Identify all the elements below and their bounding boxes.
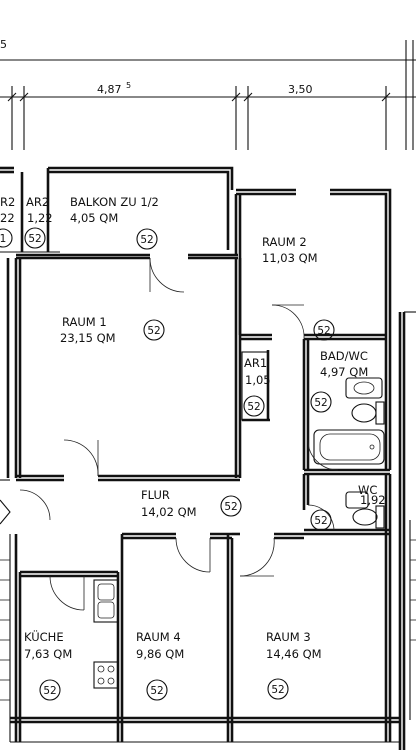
room-raum4-name: RAUM 4 — [136, 630, 181, 644]
code-flur-badge: 52 — [220, 495, 242, 517]
room-badwc-name: BAD/WC — [320, 349, 368, 363]
code-raum3-badge: 52 — [267, 678, 289, 700]
room-flur-name: FLUR — [141, 488, 170, 502]
room-badwc-area: 4,97 QM — [320, 365, 368, 379]
bathtub-icon — [313, 429, 385, 465]
room-ar2b-name: AR2 — [26, 195, 49, 209]
dim-span-1-sup: 5 — [126, 81, 131, 90]
room-flur-area: 14,02 QM — [141, 505, 197, 519]
dim-fragment: 5 — [0, 38, 7, 51]
dim-span-1: 4,87 — [97, 83, 122, 96]
code-raum1-badge: 52 — [143, 319, 165, 341]
room-balkon-name: BALKON ZU 1/2 — [70, 195, 159, 209]
svg-text:52: 52 — [247, 401, 260, 413]
stove-icon — [93, 661, 119, 689]
dim-span-2: 3,50 — [288, 83, 313, 96]
room-ar1-name: AR1 — [244, 356, 267, 370]
code-raum4-badge: 52 — [146, 679, 168, 701]
room-ar1-area: 1,05 — [245, 373, 271, 387]
svg-text:52: 52 — [140, 234, 153, 246]
room-raum1-name: RAUM 1 — [62, 315, 107, 329]
code-ar2a-badge: 1 — [0, 228, 13, 248]
code-kueche-badge: 52 — [39, 679, 61, 701]
room-kueche-name: KÜCHE — [24, 628, 64, 644]
room-ar2a-area: 22 — [0, 211, 15, 225]
svg-text:1: 1 — [0, 233, 6, 245]
walls — [0, 166, 416, 750]
wc-toilet-icon — [352, 505, 385, 529]
sink-icon — [345, 377, 383, 399]
room-balkon-area: 4,05 QM — [70, 211, 118, 225]
room-raum3-area: 14,46 QM — [266, 647, 322, 661]
code-raum2-badge: 52 — [313, 319, 335, 341]
svg-text:52: 52 — [224, 501, 237, 513]
room-ar2b-area: 1,22 — [27, 211, 53, 225]
wc-sink-icon — [345, 491, 369, 509]
svg-text:52: 52 — [28, 233, 41, 245]
svg-text:52: 52 — [150, 685, 163, 697]
code-balkon-badge: 52 — [136, 228, 158, 250]
svg-text:52: 52 — [317, 325, 330, 337]
toilet-icon — [351, 401, 385, 425]
dimension-lines — [0, 40, 416, 150]
svg-text:52: 52 — [43, 685, 56, 697]
code-badwc-badge: 52 — [310, 391, 332, 413]
code-ar2b-badge: 52 — [24, 227, 46, 249]
entrance-arrow-icon — [0, 499, 11, 525]
svg-text:52: 52 — [314, 515, 327, 527]
room-wc-name: WC — [358, 483, 377, 497]
svg-text:52: 52 — [147, 325, 160, 337]
room-raum4-area: 9,86 QM — [136, 647, 184, 661]
right-stair-icon — [410, 539, 416, 641]
code-ar1-badge: 52 — [243, 395, 265, 417]
room-raum1-area: 23,15 QM — [60, 331, 116, 345]
room-raum2-name: RAUM 2 — [262, 235, 307, 249]
room-ar2a-name: R2 — [0, 195, 15, 209]
room-kueche-area: 7,63 QM — [24, 647, 72, 661]
svg-text:52: 52 — [314, 397, 327, 409]
room-raum2-area: 11,03 QM — [262, 251, 318, 265]
code-wc-badge: 52 — [310, 509, 332, 531]
svg-text:52: 52 — [271, 684, 284, 696]
stair-icon — [0, 559, 10, 701]
door-swings — [19, 257, 339, 611]
kitchen-sink-icon — [93, 579, 119, 623]
room-raum3-name: RAUM 3 — [266, 630, 311, 644]
room-wc-area: 1,92 — [360, 493, 386, 507]
